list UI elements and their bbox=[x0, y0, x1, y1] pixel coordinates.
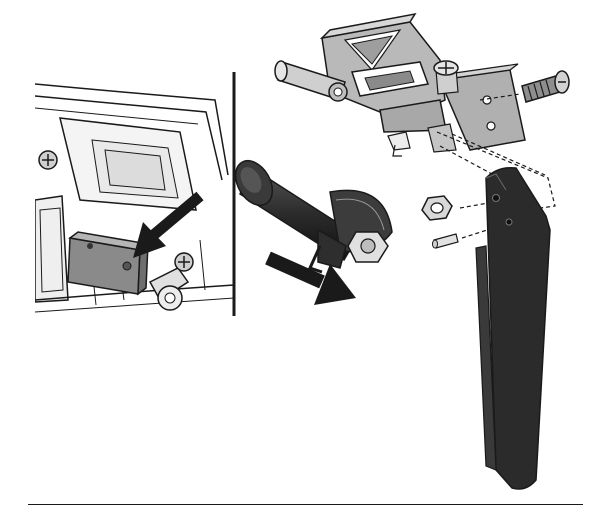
page-divider-rule bbox=[28, 504, 583, 505]
screw-icon bbox=[39, 151, 57, 169]
rudder-bracket bbox=[322, 14, 525, 156]
roll-pin bbox=[433, 234, 459, 248]
bracket-top-screw bbox=[434, 61, 458, 94]
inset-closeup bbox=[35, 84, 234, 312]
hex-nut bbox=[422, 196, 452, 220]
bracket-mounting-screw bbox=[522, 71, 569, 102]
screw-icon bbox=[175, 253, 193, 271]
rudder-pivot-pin bbox=[228, 154, 392, 272]
rudder-blade bbox=[476, 168, 550, 489]
